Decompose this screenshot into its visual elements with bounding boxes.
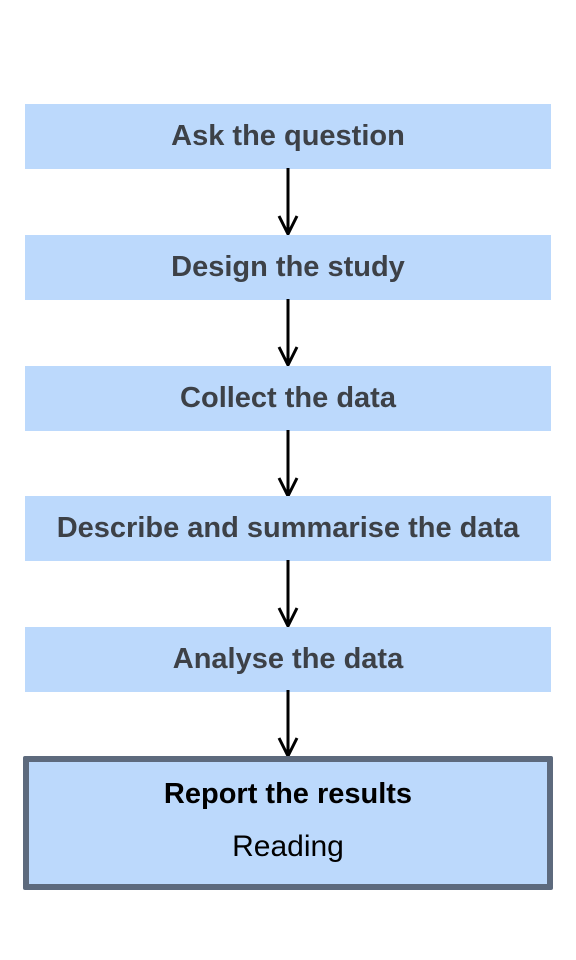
step-report-the-results[interactable]: Report the results Reading bbox=[23, 756, 553, 890]
final-step-title: Report the results bbox=[163, 778, 413, 810]
step-label: Design the study bbox=[171, 251, 405, 283]
down-arrow-icon bbox=[277, 430, 299, 498]
step-label: Analyse the data bbox=[172, 643, 404, 675]
step-label: Collect the data bbox=[180, 382, 396, 414]
step-ask-the-question: Ask the question bbox=[25, 104, 551, 169]
step-label: Describe and summarise the data bbox=[56, 512, 520, 544]
final-step-sublabel: Reading bbox=[232, 830, 344, 863]
step-design-the-study: Design the study bbox=[25, 235, 551, 300]
down-arrow-icon bbox=[277, 168, 299, 236]
down-arrow-icon bbox=[277, 560, 299, 628]
down-arrow-icon bbox=[277, 690, 299, 758]
down-arrow-icon bbox=[277, 299, 299, 367]
step-label: Ask the question bbox=[171, 120, 405, 152]
step-collect-the-data: Collect the data bbox=[25, 366, 551, 431]
step-describe-and-summarise: Describe and summarise the data bbox=[25, 496, 551, 561]
step-analyse-the-data: Analyse the data bbox=[25, 627, 551, 692]
